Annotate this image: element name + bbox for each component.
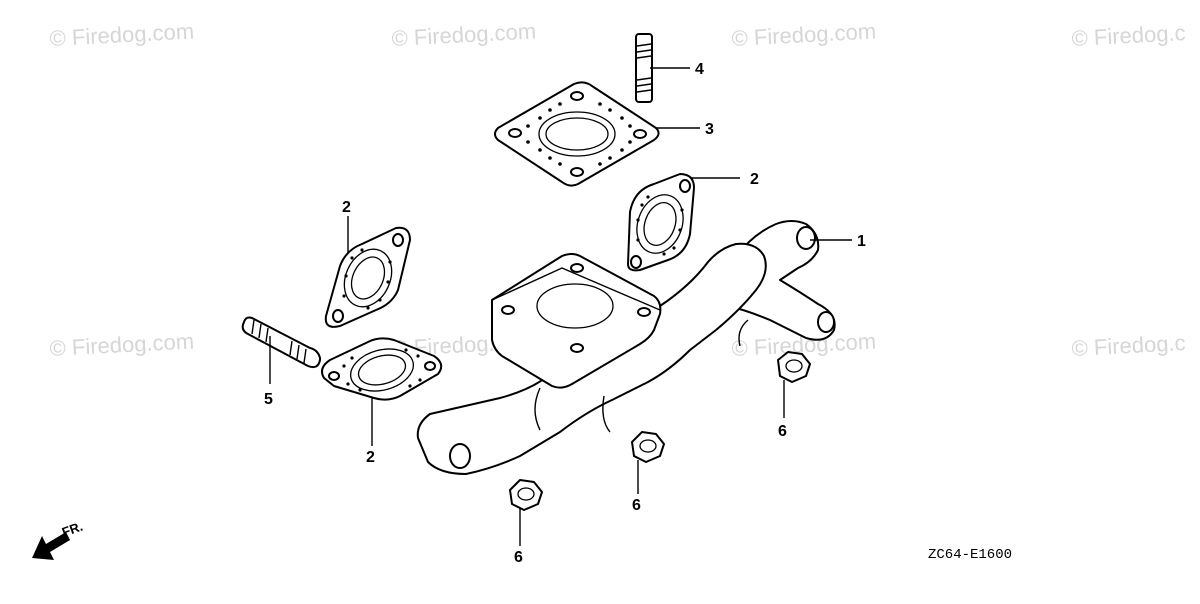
flange-nut-right xyxy=(777,351,811,383)
direction-label: FR. xyxy=(60,519,85,540)
callout-6: 6 xyxy=(632,497,641,514)
callout-5: 5 xyxy=(264,391,273,408)
exhaust-gasket-upper-left xyxy=(324,226,411,328)
callout-3: 3 xyxy=(705,121,714,138)
stud-bolt-top xyxy=(635,33,653,103)
callout-2: 2 xyxy=(750,171,759,188)
muffler-gasket xyxy=(494,81,660,187)
callout-6: 6 xyxy=(778,423,787,440)
exhaust-gasket-upper-right xyxy=(627,173,695,272)
callout-4: 4 xyxy=(695,61,704,78)
exhaust-manifold xyxy=(416,220,836,475)
callout-2: 2 xyxy=(342,199,351,216)
watermark: © Firedog.com xyxy=(49,18,195,51)
callout-2: 2 xyxy=(366,449,375,466)
watermark: © Firedog.com xyxy=(391,18,537,51)
flange-nut-middle xyxy=(631,431,665,463)
diagram-code: ZC64-E1600 xyxy=(928,547,1012,563)
watermark: © Firedog.com xyxy=(731,18,877,51)
exhaust-gasket-lower-left xyxy=(321,337,443,401)
front-direction-indicator: FR. xyxy=(32,519,85,560)
watermark: © Firedog.c xyxy=(1071,330,1186,361)
watermark: © Firedog.c xyxy=(1071,20,1186,51)
callout-1: 1 xyxy=(857,233,866,250)
flange-nut-left xyxy=(509,479,543,511)
direction-arrow-icon xyxy=(32,532,70,560)
callout-6: 6 xyxy=(514,549,523,566)
stud-bolt-left xyxy=(241,316,321,369)
watermark: © Firedog.com xyxy=(49,328,195,361)
leader-lines xyxy=(269,67,852,546)
